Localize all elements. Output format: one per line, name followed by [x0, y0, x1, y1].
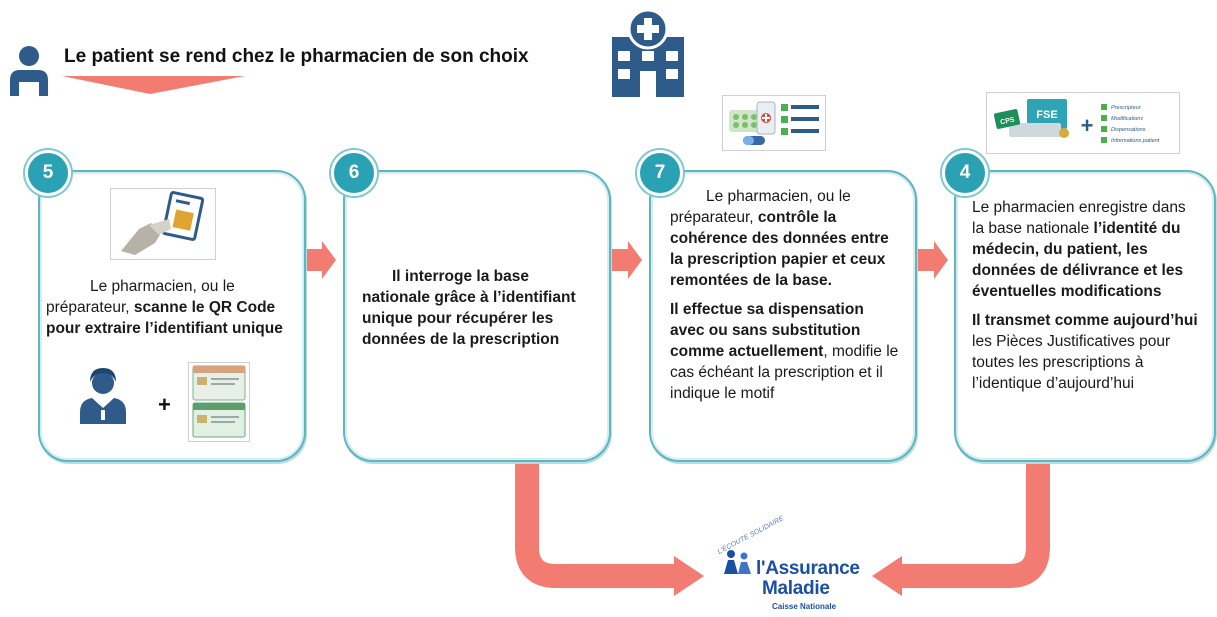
step-4-paragraph-1: Le pharmacien enregistre dans la base na…	[972, 197, 1202, 302]
step-7-text: Le pharmacien, ou le préparateur, contrô…	[670, 186, 902, 412]
step-4-paragraph-2: Il transmet comme aujourd’hui les Pièces…	[972, 310, 1202, 394]
step-box-4	[954, 170, 1216, 462]
step-7-paragraph-2: Il effectue sa dispensation avec ou sans…	[670, 299, 902, 404]
logo-figures-icon	[724, 550, 751, 574]
header-chevron	[62, 76, 245, 94]
step-4-p2-bold: Il transmet comme aujourd’hui	[972, 312, 1198, 329]
fse-item: Modifications	[1111, 116, 1143, 122]
step-4-p1-plain: Le pharmacien enregistre dans la base na…	[972, 199, 1186, 237]
step-4-text: Le pharmacien enregistre dans la base na…	[972, 197, 1202, 402]
step-7-p2-plain: , modifie le cas échéant la prescription…	[670, 343, 899, 402]
assurance-maladie-logo: L'ÉCOUTE SOLIDAIRE l'Assurance Maladie C…	[714, 515, 864, 614]
step-5-text: Le pharmacien, ou le préparateur, scanne…	[46, 276, 296, 339]
step-4-p2-plain: les Pièces Justificatives pour toutes le…	[972, 333, 1171, 392]
step-6-text: Il interroge la base nationale grâce à l…	[362, 266, 590, 350]
plus-sign: +	[158, 392, 171, 417]
pills-checklist-icon	[722, 95, 826, 151]
step-4-p1-bold: l’identité du médecin, du patient, les d…	[972, 220, 1184, 300]
step-6-text-bold: Il interroge la base nationale grâce à l…	[362, 268, 576, 348]
step-badge-7: 7	[637, 150, 683, 196]
fse-item: Prescripteur	[1111, 105, 1142, 111]
fse-label: FSE	[1036, 109, 1057, 121]
fse-item: Dispensations	[1111, 127, 1146, 133]
step-7-p2-bold: Il effectue sa dispensation avec ou sans…	[670, 301, 864, 360]
step-7-p1-plain: Le pharmacien, ou le préparateur,	[670, 188, 851, 226]
arrow-7-to-4	[918, 241, 948, 279]
fse-item: Informations patient	[1111, 138, 1160, 144]
step-5-text-plain: Le pharmacien, ou le préparateur,	[46, 278, 235, 316]
step-5-text-bold: scanne le QR Code pour extraire l’identi…	[46, 299, 283, 337]
arrow-6-to-7	[612, 241, 642, 279]
step-badge-4: 4	[942, 150, 988, 196]
fse-terminal-icon: FSE CPS + Prescripteur Modifications Dis…	[986, 92, 1180, 154]
step-badge-6: 6	[331, 150, 377, 196]
arrow-6-to-logo	[515, 462, 676, 588]
logo-subtitle: Caisse Nationale	[772, 602, 837, 611]
qr-scanner-icon	[110, 188, 216, 260]
cps-label: CPS	[1000, 116, 1016, 126]
header-title: Le patient se rend chez le pharmacien de…	[64, 46, 529, 67]
step-7-p1-bold: contrôle la cohérence des données entre …	[670, 209, 889, 289]
pharmacist-icon	[80, 368, 126, 424]
arrow-6-to-logo-head	[674, 556, 704, 596]
step-badge-5: 5	[25, 150, 71, 196]
hospital-building-icon	[612, 9, 684, 97]
cps-card-icon	[188, 362, 250, 442]
logo-line-2: Maladie	[762, 578, 830, 599]
step-7-paragraph-1: Le pharmacien, ou le préparateur, contrô…	[670, 186, 902, 291]
step-box-6	[343, 170, 611, 462]
step-box-7	[649, 170, 917, 462]
arrow-5-to-6	[306, 241, 336, 279]
logo-line-1: l'Assurance	[756, 558, 860, 579]
arrow-4-to-logo-head	[872, 556, 902, 596]
svg-text:+: +	[1081, 113, 1094, 138]
arrow-4-to-logo	[900, 462, 1050, 588]
person-icon	[10, 46, 48, 96]
